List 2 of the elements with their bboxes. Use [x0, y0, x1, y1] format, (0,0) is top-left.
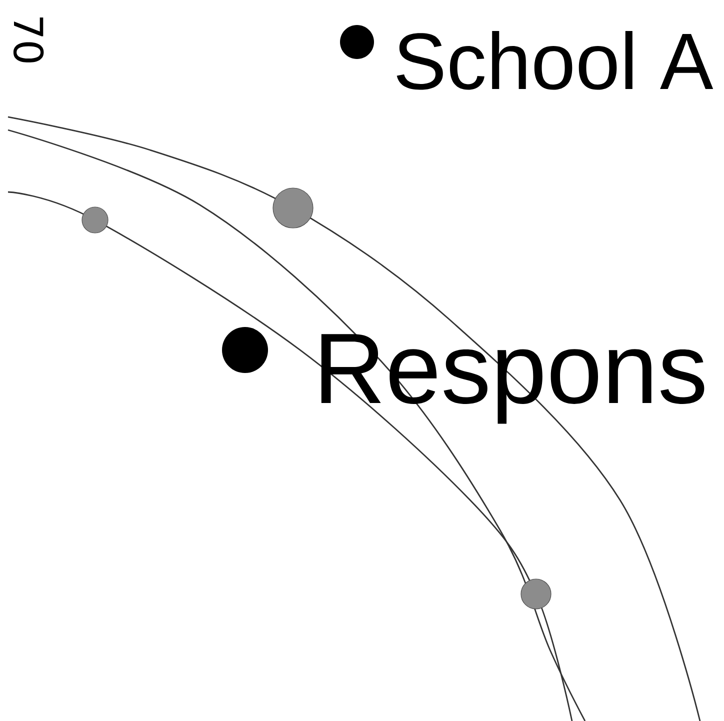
handwritten-number: 70: [13, 17, 44, 62]
bullet-text: School A: [396, 31, 714, 90]
